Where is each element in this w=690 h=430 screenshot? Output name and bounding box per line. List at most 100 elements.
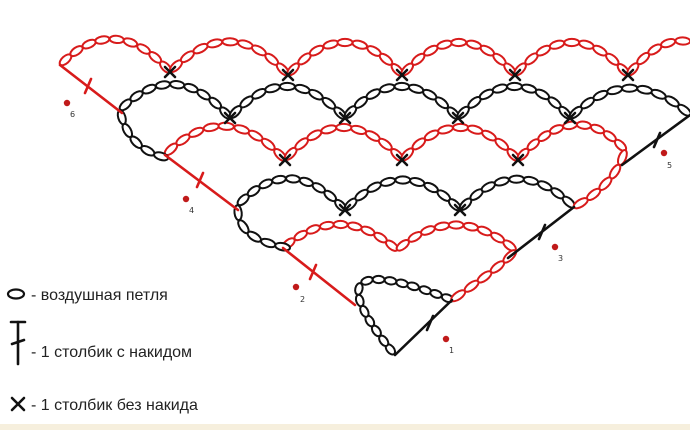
chain-stitch xyxy=(306,129,323,142)
double-crochet-icon xyxy=(9,320,27,366)
chain-stitch xyxy=(436,39,453,50)
chain-stitch xyxy=(452,122,470,133)
chain-stitch xyxy=(592,89,609,102)
chain-stitch xyxy=(420,225,436,236)
single-crochet-mark xyxy=(621,68,635,82)
chain-stitch xyxy=(354,282,364,296)
chain-stitch xyxy=(336,37,354,48)
row4-arch-2 xyxy=(283,122,405,162)
legend-chain-label: - воздушная петля xyxy=(31,287,168,304)
row2-side-left xyxy=(281,246,357,307)
row-marker-6: 6 xyxy=(63,99,75,119)
chain-stitch xyxy=(320,124,338,135)
chain-stitch xyxy=(466,124,484,135)
chain-stitch xyxy=(407,83,425,94)
single-crochet-mark xyxy=(508,68,522,82)
row6-arch-5 xyxy=(513,37,631,77)
chain-stitch xyxy=(383,276,398,286)
row3-arch-2 xyxy=(343,175,462,212)
legend-dc-label: - 1 столбик с накидом xyxy=(31,344,192,361)
row5-arch-3 xyxy=(343,81,461,121)
chain-stitch xyxy=(394,175,412,185)
chain-stitch xyxy=(221,37,239,47)
chain-stitch xyxy=(169,80,186,90)
chain-stitch xyxy=(332,219,349,230)
chain-stitch xyxy=(506,81,523,92)
double-crochet-tick xyxy=(83,77,93,95)
chain-stitch xyxy=(379,176,397,187)
svg-text:1: 1 xyxy=(449,346,454,355)
chain-stitch xyxy=(274,241,291,252)
single-crochet-mark xyxy=(453,203,467,217)
single-crochet-x-icon xyxy=(10,396,26,412)
chain-stitch xyxy=(408,177,426,187)
chain-stitch xyxy=(636,84,654,95)
single-crochet-mark xyxy=(281,68,295,82)
row2-arch-end xyxy=(450,249,518,303)
chain-stitch xyxy=(308,44,325,57)
svg-text:3: 3 xyxy=(558,254,563,263)
chain-stitch xyxy=(271,174,287,185)
row6-arch-4 xyxy=(400,37,517,77)
single-crochet-mark xyxy=(511,153,525,167)
chain-stitch xyxy=(260,237,277,249)
row3-arch-1 xyxy=(236,174,348,212)
row4-arch-4 xyxy=(516,120,628,162)
chain-stitch xyxy=(285,174,301,184)
chain-stitch xyxy=(606,85,624,96)
chain-stitch xyxy=(508,174,525,184)
single-crochet-mark xyxy=(338,111,352,125)
single-crochet-mark xyxy=(395,68,409,82)
single-crochet-mark xyxy=(338,203,352,217)
bottom-border xyxy=(0,424,690,430)
chain-stitch xyxy=(350,124,368,135)
row5-arch-5 xyxy=(568,83,690,120)
chain-stitch xyxy=(379,83,396,94)
chain-stitch xyxy=(264,83,281,94)
chain-stitch xyxy=(258,178,274,190)
row4-side-left xyxy=(163,153,240,212)
stitch-marks xyxy=(83,65,662,332)
chain-stitch xyxy=(322,39,340,50)
legend-sc: - 1 столбик без накида xyxy=(10,396,198,414)
row4-arch-3 xyxy=(400,122,521,162)
single-crochet-mark xyxy=(395,153,409,167)
chain-stitch xyxy=(278,81,296,92)
single-crochet-mark xyxy=(278,153,292,167)
chain-stitch xyxy=(674,36,690,46)
double-crochet-tick xyxy=(425,314,435,332)
legend-sc-label: - 1 столбик без накида xyxy=(31,397,198,414)
double-crochet-tick xyxy=(652,131,662,149)
chain-stitch xyxy=(493,176,510,187)
row-marker-3: 3 xyxy=(551,243,563,263)
double-crochet-tick xyxy=(195,171,205,189)
chain-stitch xyxy=(141,83,157,95)
chain-stitch xyxy=(202,122,220,133)
chain-stitch xyxy=(393,81,411,92)
row2-arch-2 xyxy=(395,220,517,252)
chain-stitch xyxy=(94,35,111,45)
single-crochet-mark xyxy=(163,65,177,79)
row4-arch-end xyxy=(572,149,628,210)
row2-arch-1 xyxy=(281,219,399,252)
chain-stitch xyxy=(677,103,690,117)
legend: - воздушная петля - 1 столбик с накидом … xyxy=(6,287,198,414)
chain-stitch xyxy=(578,39,595,50)
chain-stitch xyxy=(575,120,592,130)
row6-side-left xyxy=(58,63,124,115)
chain-stitch xyxy=(154,80,171,90)
row3-arch-end xyxy=(233,204,291,252)
row4-arch-1 xyxy=(163,121,288,163)
row6-arch-1 xyxy=(58,34,173,74)
row5-arch-end xyxy=(116,109,170,162)
chain-stitch xyxy=(429,288,443,299)
double-crochet-tick xyxy=(537,223,547,241)
chain-stitch xyxy=(188,126,205,138)
row5-arch-2 xyxy=(228,81,348,121)
chain-stitch xyxy=(360,275,374,286)
chain-stitch xyxy=(406,281,420,292)
chain-stitch xyxy=(351,39,369,50)
chain-stitch xyxy=(659,37,677,49)
chain-stitch xyxy=(447,220,465,230)
